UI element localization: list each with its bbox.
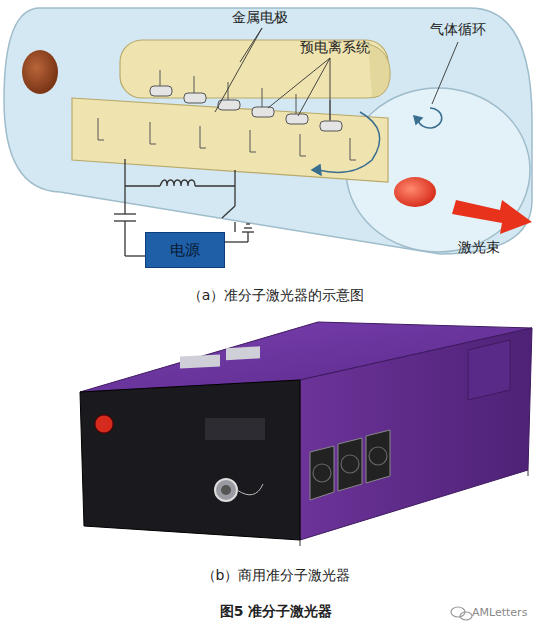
laser-tube — [4, 8, 532, 254]
watermark-icon — [451, 607, 472, 620]
part-label: 激光束 — [458, 238, 548, 256]
part-label: 预电离系统 — [300, 38, 410, 56]
preionization-pins — [98, 70, 356, 160]
laser-beam-arrow — [452, 200, 532, 234]
watermark: AMLetters — [472, 604, 552, 622]
part-label: 金属电极 — [232, 8, 322, 26]
power-supply-box: 电源 — [145, 232, 225, 268]
output-window — [394, 177, 436, 207]
mirror — [22, 50, 58, 94]
subfigure-caption: （a）准分子激光器的示意图 — [0, 286, 552, 304]
part-label: 气体循环 — [430, 20, 520, 38]
electrodes — [72, 40, 390, 182]
figure-caption: 图5 准分子激光器 — [0, 602, 552, 620]
leader-lines — [215, 28, 458, 120]
laser-product — [80, 322, 532, 546]
subfigure-caption: （b）商用准分子激光器 — [0, 566, 552, 584]
gas-flow-arrow — [312, 108, 442, 175]
node-label: 电源 — [170, 241, 200, 260]
